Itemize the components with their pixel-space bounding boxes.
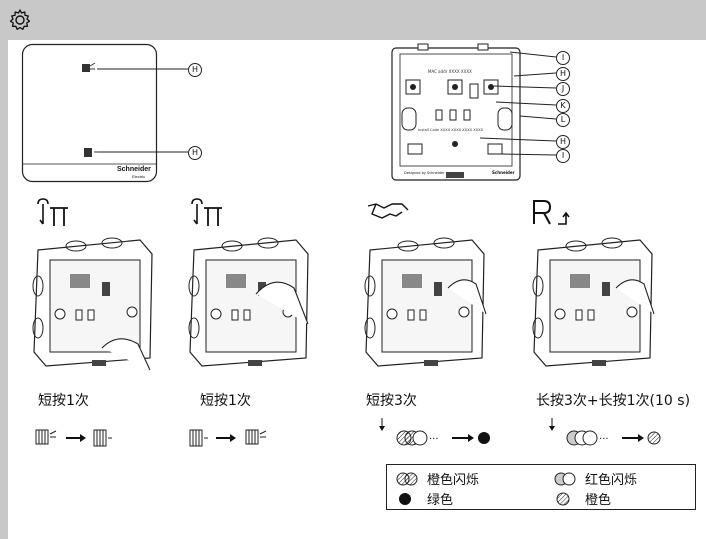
callout-h2: H <box>188 146 202 160</box>
tap-icon <box>37 198 68 226</box>
svg-text:Install Code XXXX XXXX XXXX XX: Install Code XXXX XXXX XXXX XXXX <box>418 128 484 132</box>
sequence-2 <box>189 429 267 447</box>
legend-item-orange-blink: 橙色闪烁 <box>396 469 479 488</box>
red-blink-icon <box>554 472 576 485</box>
legend-item-green: 绿色 <box>397 489 453 508</box>
callout-k: K <box>556 99 570 113</box>
callout-l: L <box>556 113 570 127</box>
step-label-3: 短按3次 <box>366 393 417 409</box>
orange-dot-icon <box>556 492 570 505</box>
svg-text:···: ··· <box>599 434 609 445</box>
off-icon <box>412 430 428 446</box>
reset-icon <box>533 200 570 225</box>
callout-h3: H <box>556 67 570 81</box>
callout-i2: I <box>556 149 570 163</box>
green-dot-icon <box>399 492 411 505</box>
callout-h1: H <box>188 63 202 77</box>
blind-up-icon <box>245 429 267 445</box>
blind-down-icon <box>84 148 98 157</box>
step-label-1: 短按1次 <box>38 393 89 409</box>
svg-text:Schneider: Schneider <box>492 170 515 175</box>
svg-text:MAC addr XXXX XXXX: MAC addr XXXX XXXX <box>428 69 472 74</box>
step-label-4: 长按3次+长按1次(10 s) <box>536 393 691 409</box>
back-panel-diagram: MAC addr XXXX XXXX Install Code XXXX XXX… <box>391 43 521 181</box>
sequence-1 <box>35 429 112 447</box>
sequence-4: ··· <box>549 418 661 446</box>
step-label-2: 短按1次 <box>200 393 251 409</box>
device-illustration-3 <box>364 237 487 367</box>
svg-text:Designed by Schneider: Designed by Schneider <box>404 171 445 175</box>
blind-down-icon <box>189 429 208 447</box>
gear-icon <box>9 9 31 30</box>
blind-up-icon <box>35 429 57 445</box>
brand-logo-sub: Electric <box>132 174 145 179</box>
sidebar-strip <box>0 40 8 539</box>
back-leader-lines <box>479 51 557 156</box>
device-illustration-2 <box>188 237 309 367</box>
device-illustration-1 <box>32 237 153 371</box>
green-dot-icon <box>478 432 490 444</box>
sequence-3: ··· <box>379 418 490 446</box>
blind-down-icon <box>93 429 112 447</box>
arrow-right-icon <box>216 434 236 442</box>
front-panel <box>21 43 158 183</box>
legend-item-red-blink: 红色闪烁 <box>554 469 637 488</box>
header-bar <box>0 0 706 40</box>
handshake-icon <box>367 203 409 219</box>
legend-box: 橙色闪烁 红色闪烁 绿色 橙色 <box>386 464 696 510</box>
device-illustration-4 <box>532 237 655 367</box>
blind-up-icon <box>82 62 96 72</box>
brand-logo: Schneider <box>117 166 151 173</box>
orange-blink-icon <box>396 472 418 485</box>
callout-i1: I <box>556 51 570 65</box>
svg-text:···: ··· <box>429 434 439 445</box>
tap-icon <box>191 198 222 226</box>
legend-item-orange: 橙色 <box>555 489 611 508</box>
arrow-right-icon <box>66 434 86 442</box>
callout-j: J <box>556 82 570 96</box>
orange-dot-icon <box>647 431 661 445</box>
front-panel-diagram: Schneider Electric <box>21 43 188 183</box>
callout-h4: H <box>556 135 570 149</box>
